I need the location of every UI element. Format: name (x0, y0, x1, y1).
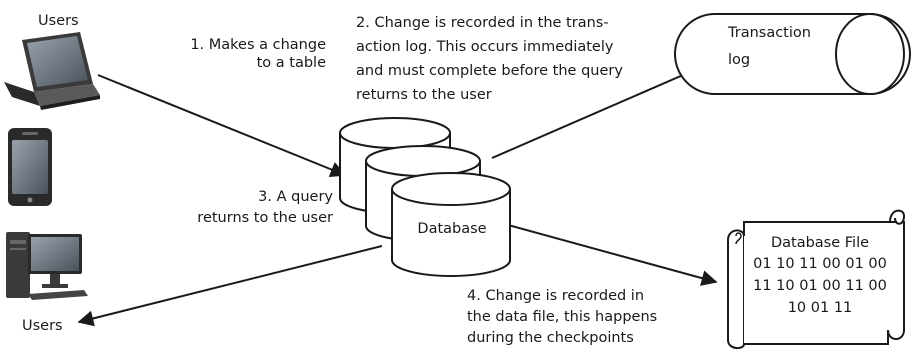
step3-line2: returns to the user (197, 210, 333, 226)
step4-line1: 4. Change is recorded in (467, 288, 644, 304)
transaction-log-label-line2: log (728, 52, 750, 68)
database-file-bits-line2: 11 10 01 00 11 00 (753, 278, 887, 294)
step2-line2: action log. This occurs immediately (356, 39, 614, 55)
phone-icon (8, 128, 52, 206)
arrow-users-to-database (97, 74, 347, 178)
step2-line1: 2. Change is recorded in the trans- (356, 15, 609, 31)
arrow-database-to-data-file (507, 224, 718, 286)
transaction-log-cylinder: Transaction log (674, 13, 911, 95)
step1-line1: 1. Makes a change (190, 37, 326, 53)
database-file-title: Database File (771, 235, 869, 251)
database-label: Database (417, 221, 486, 237)
step2-line4: returns to the user (356, 87, 492, 103)
laptop-icon (4, 32, 100, 110)
arrow-query-returns-to-users (77, 245, 383, 327)
database-file-bits-line1: 01 10 11 00 01 00 (753, 256, 887, 272)
database-file-bits-line3: 10 01 11 (788, 300, 853, 316)
desktop-pc-icon (6, 232, 88, 300)
arrow-database-to-transaction-log (491, 63, 708, 159)
step3-line1: 3. A query (258, 189, 333, 205)
step2-line3: and must complete before the query (356, 63, 623, 79)
users-top-label: Users (38, 13, 79, 29)
users-bottom-label: Users (22, 318, 63, 334)
transaction-log-label-line1: Transaction (727, 25, 811, 41)
database-file-scroll: Database File 01 10 11 00 01 00 11 10 01… (727, 209, 906, 350)
step4-line3: during the checkpoints (467, 330, 634, 346)
step1-line2: to a table (257, 55, 326, 71)
database-cylinder-front: Database (391, 172, 511, 277)
step4-line2: the data file, this happens (467, 309, 657, 325)
